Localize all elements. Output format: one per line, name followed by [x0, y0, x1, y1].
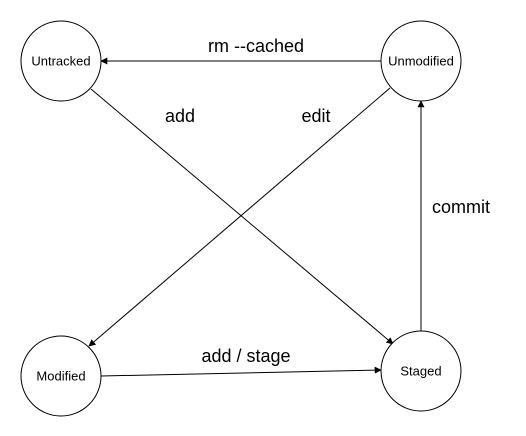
label-edit: edit [301, 106, 330, 126]
edge-modified-to-staged [100, 366, 382, 377]
label-add-stage: add / stage [201, 346, 290, 366]
label-rm-cached: rm --cached [208, 36, 304, 56]
edge-untracked-to-staged [90, 88, 394, 345]
state-untracked-label: Untracked [31, 54, 90, 69]
state-unmodified: Unmodified [380, 20, 462, 102]
state-modified-label: Modified [36, 369, 85, 384]
edge-unmodified-to-modified [88, 87, 391, 347]
state-staged-label: Staged [400, 364, 441, 379]
state-unmodified-label: Unmodified [388, 54, 454, 69]
state-untracked: Untracked [20, 20, 102, 102]
label-commit: commit [432, 197, 490, 217]
state-staged: Staged [380, 330, 462, 412]
state-modified: Modified [20, 335, 102, 417]
label-add: add [165, 106, 195, 126]
